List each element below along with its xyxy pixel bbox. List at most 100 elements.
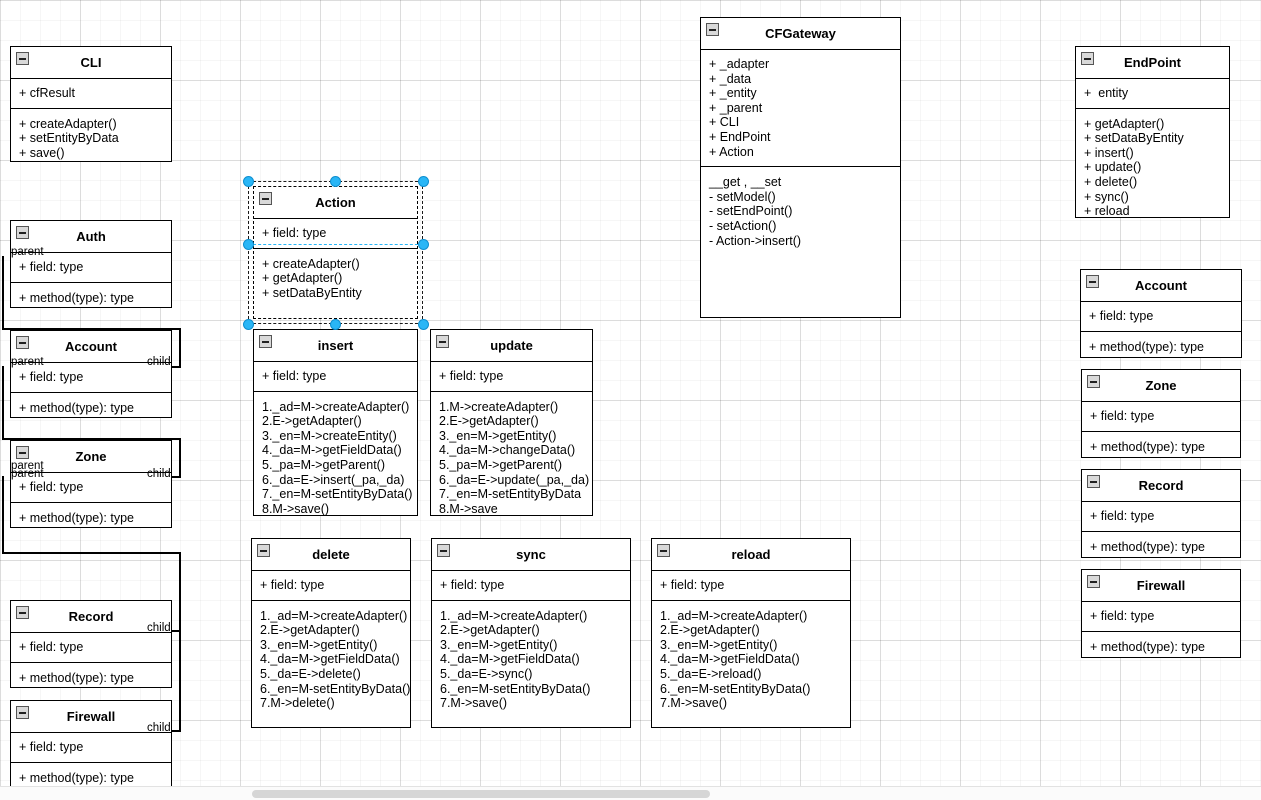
uml-attributes-section: + field: type bbox=[11, 633, 171, 663]
uml-method-row: 8.M->save() bbox=[262, 501, 330, 516]
uml-attributes-section: + field: type bbox=[432, 571, 630, 601]
uml-attribute-row: + _parent bbox=[709, 100, 763, 115]
resize-handle-ne[interactable] bbox=[417, 175, 429, 187]
collapse-minus-icon[interactable] bbox=[16, 226, 29, 239]
uml-method-row: 2.E->getAdapter() bbox=[660, 623, 760, 638]
collapse-minus-icon[interactable] bbox=[1087, 475, 1100, 488]
collapse-minus-icon[interactable] bbox=[16, 606, 29, 619]
uml-attribute-row: + field: type bbox=[1090, 609, 1155, 623]
uml-attribute-row: + field: type bbox=[19, 640, 84, 654]
uml-method-row: + update() bbox=[1084, 160, 1142, 175]
resize-handle-w[interactable] bbox=[242, 238, 254, 250]
collapse-minus-icon[interactable] bbox=[16, 446, 29, 459]
uml-class-title-section: sync bbox=[432, 539, 630, 571]
uml-class-account-right[interactable]: Account+ field: type+ method(type): type bbox=[1080, 269, 1242, 358]
uml-class-name: Record bbox=[68, 609, 114, 624]
horizontal-scrollbar[interactable] bbox=[0, 786, 1261, 800]
connector-label-firewall-child: child bbox=[147, 722, 171, 734]
horizontal-scrollbar-thumb[interactable] bbox=[252, 790, 710, 798]
connector-segment bbox=[2, 256, 4, 330]
collapse-minus-icon[interactable] bbox=[1081, 52, 1094, 65]
resize-handle-se[interactable] bbox=[417, 318, 429, 330]
resize-handle-nw[interactable] bbox=[242, 175, 254, 187]
uml-class-name: Firewall bbox=[1136, 578, 1186, 593]
uml-class-name: insert bbox=[317, 338, 354, 353]
uml-attribute-row: + field: type bbox=[262, 369, 327, 383]
connector-label-record-child: child bbox=[147, 622, 171, 634]
uml-method-row: 7.M->save() bbox=[440, 696, 508, 711]
uml-method-row: 2.E->getAdapter() bbox=[260, 623, 360, 638]
uml-class-title-section: delete bbox=[252, 539, 410, 571]
uml-class-record-right[interactable]: Record+ field: type+ method(type): type bbox=[1081, 469, 1241, 558]
resize-handle-s[interactable] bbox=[330, 318, 341, 330]
uml-attributes-section: + field: type bbox=[1082, 602, 1240, 632]
collapse-minus-icon[interactable] bbox=[706, 23, 719, 36]
uml-class-account-left[interactable]: Account+ field: type+ method(type): type bbox=[10, 330, 172, 418]
uml-class-firewall-right[interactable]: Firewall+ field: type+ method(type): typ… bbox=[1081, 569, 1241, 658]
uml-class-cfgateway[interactable]: CFGateway+ _adapter+ _data+ _entity+ _pa… bbox=[700, 17, 901, 318]
uml-method-row: + createAdapter() bbox=[262, 256, 360, 271]
collapse-minus-icon[interactable] bbox=[16, 706, 29, 719]
uml-attribute-row: + CLI bbox=[709, 115, 740, 130]
resize-handle-sw[interactable] bbox=[242, 318, 254, 330]
uml-class-name: update bbox=[490, 338, 533, 353]
uml-class-record-left[interactable]: Record + field: type + method(type): type bbox=[10, 600, 172, 688]
uml-method-row: + method(type): type bbox=[1090, 539, 1205, 554]
uml-class-auth[interactable]: Auth+ field: type+ method(type): type bbox=[10, 220, 172, 308]
uml-method-row: + reload bbox=[1084, 204, 1130, 219]
uml-attributes-section: + field: type bbox=[1081, 302, 1241, 332]
uml-class-zone-right[interactable]: Zone+ field: type+ method(type): type bbox=[1081, 369, 1241, 458]
uml-attributes-section: + field: type bbox=[11, 733, 171, 763]
connector-segment bbox=[2, 476, 4, 554]
collapse-minus-icon[interactable] bbox=[437, 544, 450, 557]
uml-methods-section: 1._ad=M->createAdapter()2.E->getAdapter(… bbox=[652, 601, 850, 720]
uml-class-endpoint[interactable]: EndPoint+ entity+ getAdapter()+ setDataB… bbox=[1075, 46, 1230, 218]
uml-class-title-section: Account bbox=[11, 331, 171, 363]
collapse-minus-icon[interactable] bbox=[436, 335, 449, 348]
collapse-minus-icon[interactable] bbox=[657, 544, 670, 557]
uml-attribute-row: + field: type bbox=[1090, 409, 1155, 423]
uml-method-row: 3._en=M->getEntity() bbox=[260, 637, 378, 652]
connector-segment bbox=[2, 328, 180, 330]
collapse-minus-icon[interactable] bbox=[259, 335, 272, 348]
uml-class-firewall-left[interactable]: Firewall+ field: type+ method(type): typ… bbox=[10, 700, 172, 788]
collapse-minus-icon[interactable] bbox=[1087, 575, 1100, 588]
uml-method-row: __get , __set bbox=[709, 175, 782, 190]
uml-class-title-section: EndPoint bbox=[1076, 47, 1229, 79]
uml-method-row: + method(type): type bbox=[19, 670, 134, 685]
collapse-minus-icon[interactable] bbox=[16, 52, 29, 65]
uml-class-name: delete bbox=[312, 547, 350, 562]
collapse-minus-icon[interactable] bbox=[1086, 275, 1099, 288]
uml-method-row: 6._da=E->update(_pa,_da) bbox=[439, 472, 590, 487]
uml-method-row: + setDataByEntity bbox=[262, 285, 362, 300]
uml-method-row: - setEndPoint() bbox=[709, 204, 793, 219]
collapse-minus-icon[interactable] bbox=[257, 544, 270, 557]
uml-attribute-row: + Action bbox=[709, 144, 754, 159]
connector-segment bbox=[2, 366, 4, 440]
uml-methods-section: __get , __set- setModel()- setEndPoint()… bbox=[701, 167, 900, 257]
uml-attributes-section: + field: type bbox=[11, 363, 171, 393]
uml-class-zone-left[interactable]: Zone+ field: type+ method(type): type bbox=[10, 440, 172, 528]
resize-handle-e[interactable] bbox=[417, 238, 429, 250]
uml-method-row: + method(type): type bbox=[1089, 339, 1204, 354]
uml-class-cli[interactable]: CLI+ cfResult+ createAdapter()+ setEntit… bbox=[10, 46, 172, 162]
uml-method-row: + method(type): type bbox=[19, 290, 134, 305]
resize-handle-n[interactable] bbox=[330, 175, 341, 187]
uml-method-row: - Action->insert() bbox=[709, 233, 802, 248]
collapse-minus-icon[interactable] bbox=[259, 192, 272, 205]
collapse-minus-icon[interactable] bbox=[16, 336, 29, 349]
uml-method-row: 2.E->getAdapter() bbox=[262, 414, 362, 429]
uml-class-action[interactable]: Action+ field: type+ createAdapter()+ ge… bbox=[253, 186, 418, 319]
uml-class-title-section: Record bbox=[11, 601, 171, 633]
uml-method-row: 1._ad=M->createAdapter() bbox=[260, 608, 408, 623]
collapse-minus-icon[interactable] bbox=[1087, 375, 1100, 388]
uml-attributes-section: + field: type bbox=[1082, 502, 1240, 532]
uml-attribute-row: + field: type bbox=[1090, 509, 1155, 523]
uml-method-row: + createAdapter() bbox=[19, 116, 117, 131]
